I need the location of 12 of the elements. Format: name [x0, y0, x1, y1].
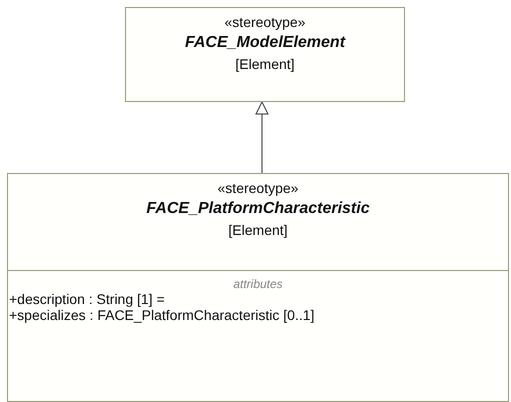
- stereotype-label: «stereotype»: [224, 14, 306, 30]
- generalization-arrow: [256, 102, 268, 174]
- class-box: [125, 7, 405, 102]
- stereotype-label: «stereotype»: [218, 180, 298, 196]
- class-name: FACE_PlatformCharacteristic: [146, 200, 370, 218]
- attribute-text: +specializes : FACE_PlatformCharacteristic [0..1]: [9, 307, 314, 323]
- metaclass-label: [Element]: [228, 222, 288, 238]
- metaclass-label: [Element]: [235, 56, 295, 72]
- class-box: [7, 173, 509, 402]
- attribute-text: +description : String [1] =: [9, 291, 165, 307]
- class-name: FACE_ModelElement: [184, 34, 346, 52]
- compartment-title: attributes: [233, 278, 283, 292]
